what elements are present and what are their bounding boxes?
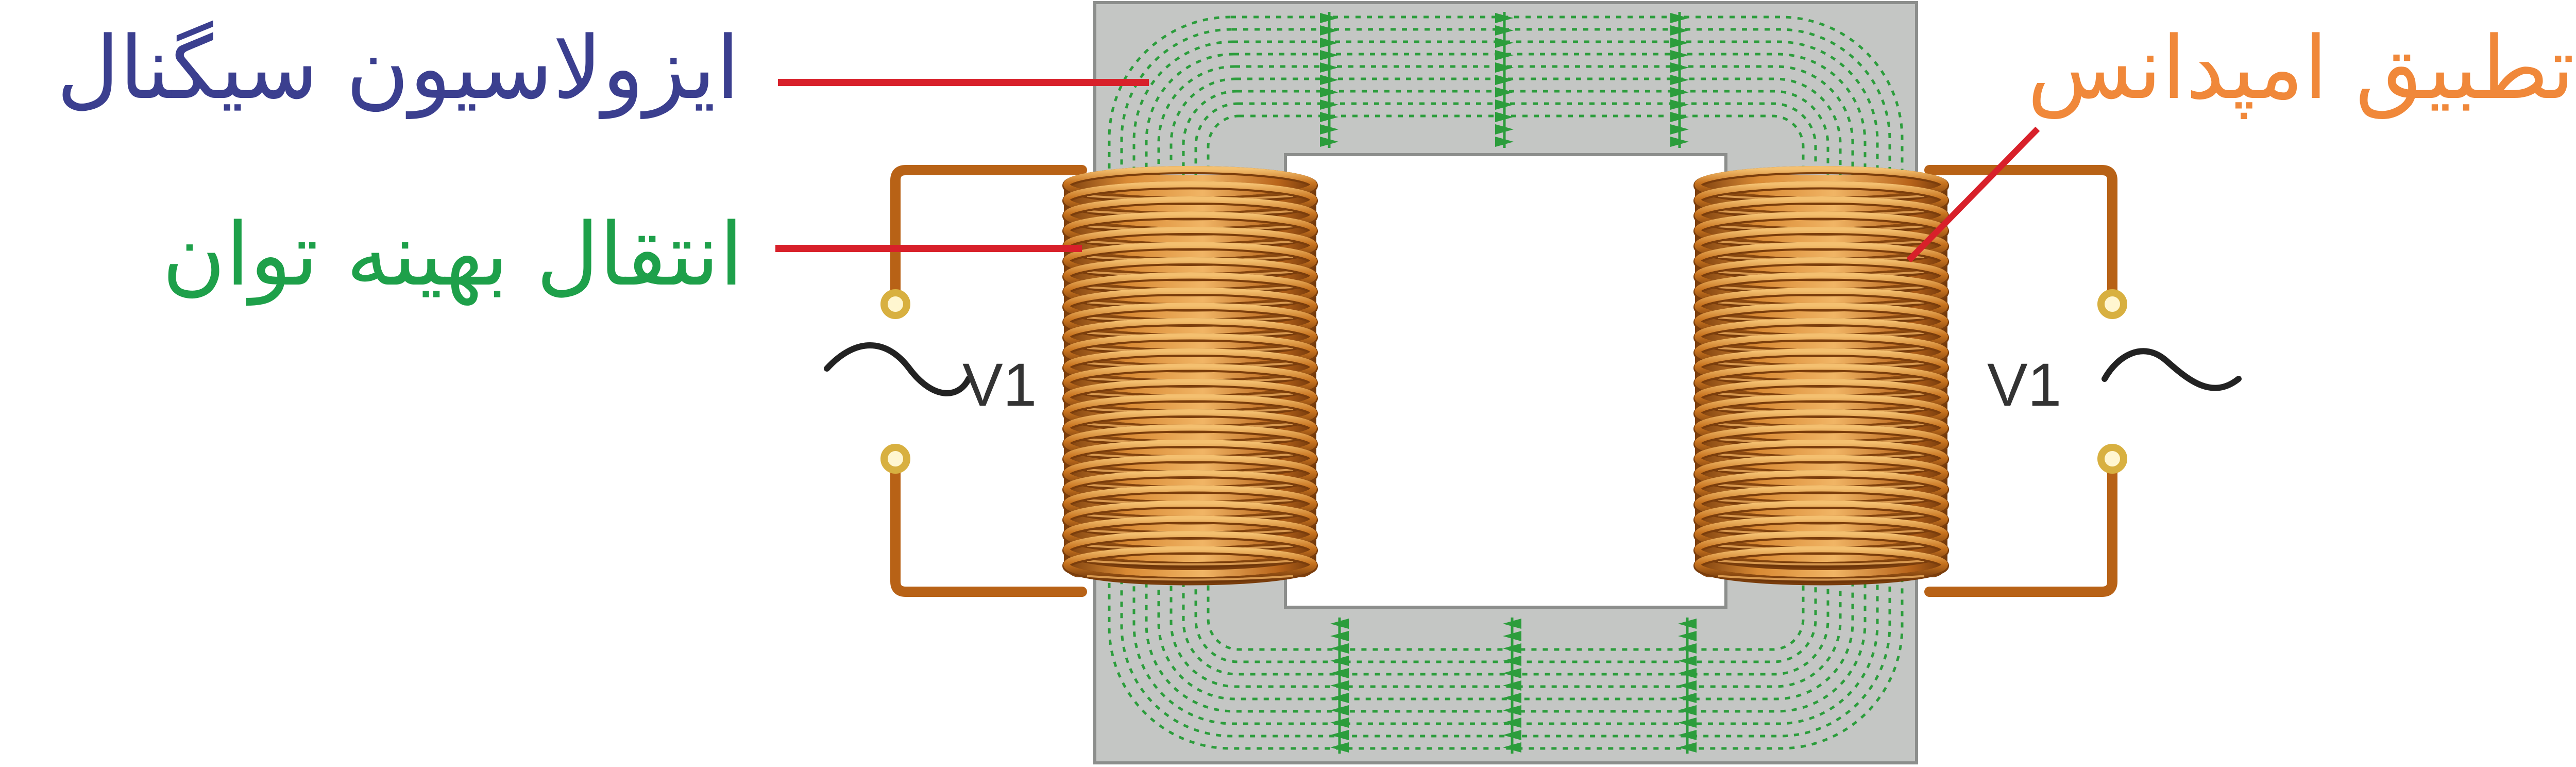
secondary-coil-turns [1693,166,1949,586]
coil-wires [890,165,2117,597]
primary-coil-turns [1062,166,1318,586]
primary-voltage-label: V1 [962,351,1037,419]
right-upper-terminal [2097,289,2127,319]
sine-wave-icon [824,342,972,396]
left-lower-wire [890,454,1087,597]
coil-turn-highlight [1718,560,1925,565]
right-upper-wire [1924,165,2117,309]
power-transfer-label: انتقال بهینه توان [162,204,743,305]
left-upper-terminal [880,289,910,319]
primary-coil [1062,166,1318,586]
isolation-label: ایزولاسیون سیگنال [56,18,740,119]
secondary-voltage-label: V1 [1987,351,2062,419]
terminals [880,289,2127,474]
secondary-coil [1693,166,1949,586]
right-lower-wire [1924,454,2117,597]
label-pointers [775,79,2040,263]
flux-arrows [1320,12,1697,754]
coil-turn-highlight [1718,575,1925,581]
left-upper-wire [890,165,1087,309]
right-lower-terminal [2097,444,2127,474]
flux-line [1194,102,1817,663]
flux-line [1157,65,1854,701]
coil-turn-highlight [1087,575,1294,581]
coil-turn-highlight [1087,560,1294,565]
impedance-pointer [1906,126,2040,263]
impedance-matching-label: تطبیق امپدانس [2027,18,2575,119]
left-lower-terminal [880,444,910,474]
sine-wave-icon [2102,348,2242,391]
